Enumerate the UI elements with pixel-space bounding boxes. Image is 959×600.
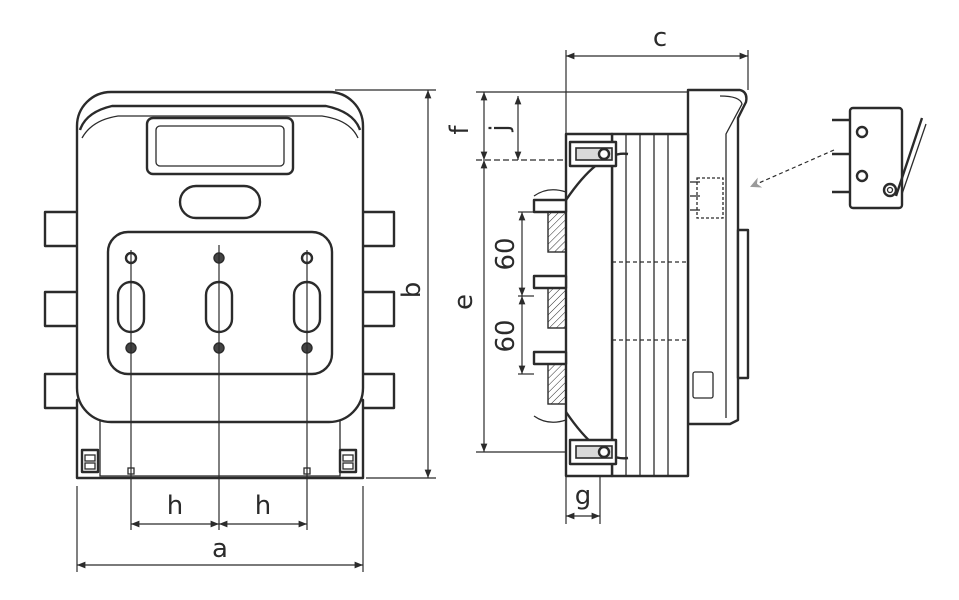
terminal-tab-right-top (358, 210, 396, 248)
terminal-tab-left-top (43, 210, 81, 248)
label-spacing-lower: 60 (491, 319, 521, 352)
terminal-tab-right-middle (358, 290, 396, 328)
lug-top (532, 198, 568, 214)
label-a: a (212, 534, 228, 564)
label-c: c (653, 23, 667, 53)
side-dimensions: c f j e 60 60 g (445, 23, 749, 524)
label-spacing-upper: 60 (491, 237, 521, 270)
label-b: b (397, 282, 427, 299)
label-j: j (485, 124, 515, 132)
label-h-left: h (167, 491, 183, 521)
label-f: f (445, 125, 475, 135)
terminal-tab-left-middle (43, 290, 81, 328)
side-cover (686, 88, 748, 426)
side-base-body (564, 132, 614, 478)
label-g: g (575, 481, 592, 511)
side-view (518, 88, 750, 478)
side-cover-rib (736, 228, 750, 380)
terminal-tab-left-bottom (43, 372, 81, 410)
front-view (43, 90, 396, 530)
front-dimensions: h h a b (76, 89, 436, 572)
lug-middle (532, 274, 568, 290)
oval-window (178, 184, 262, 220)
cover-top-bevel (78, 104, 362, 131)
handle-grip (145, 116, 295, 176)
terminal-tab-right-bottom (358, 372, 396, 410)
aux-switch-slot (696, 177, 724, 219)
mounting-arrow (750, 149, 835, 188)
side-fins-block (610, 132, 690, 478)
label-e: e (449, 294, 479, 310)
auxiliary-micro-switch (750, 106, 927, 210)
lug-bottom (532, 350, 568, 366)
label-h-right: h (255, 491, 271, 521)
micro-switch-lever (894, 117, 924, 197)
